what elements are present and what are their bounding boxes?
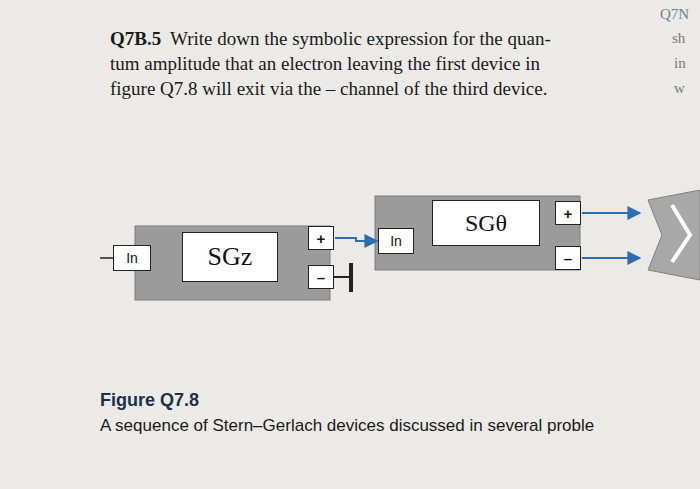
node-text: In [390,233,402,249]
sg-box: SGθ [432,200,540,246]
node-text: – [317,269,325,286]
question-number: Q7B.5 [110,28,161,50]
beam-arrow [582,257,640,259]
margin-fragment: w [674,80,685,97]
blocker-bar [349,263,353,292]
node-text: + [564,205,573,222]
beam-arrow [582,212,640,214]
device-housing [375,196,580,270]
margin-fragment: in [674,55,686,72]
output-port: – [555,246,581,270]
sg-box: SGz [182,232,278,282]
third-device-mark [672,205,690,262]
input-port: In [113,245,151,271]
output-port: + [555,201,581,225]
figure-caption: Figure Q7.8 [100,390,199,411]
node-text: In [126,250,138,266]
output-port: – [308,265,334,289]
margin-fragment: sh [672,30,685,47]
node-text: SGθ [465,210,507,237]
input-port: In [378,228,414,254]
question-text: figure Q7.8 will exit via the – channel … [110,78,547,100]
margin-fragment: Q7N [660,6,689,23]
node-text: + [317,230,326,247]
blocker-wire [334,276,350,278]
caption-text: A sequence of Stern–Gerlach devices disc… [100,416,594,436]
output-port: + [308,226,334,250]
input-wire [100,257,113,259]
node-text: – [564,250,572,267]
question-text: Write down the symbolic expression for t… [170,28,551,50]
node-text: SGz [208,242,253,272]
device-housing [135,226,330,300]
beam-arrow [335,238,377,241]
third-device-input [648,190,700,280]
question-text: tum amplitude that an electron leaving t… [110,53,540,75]
